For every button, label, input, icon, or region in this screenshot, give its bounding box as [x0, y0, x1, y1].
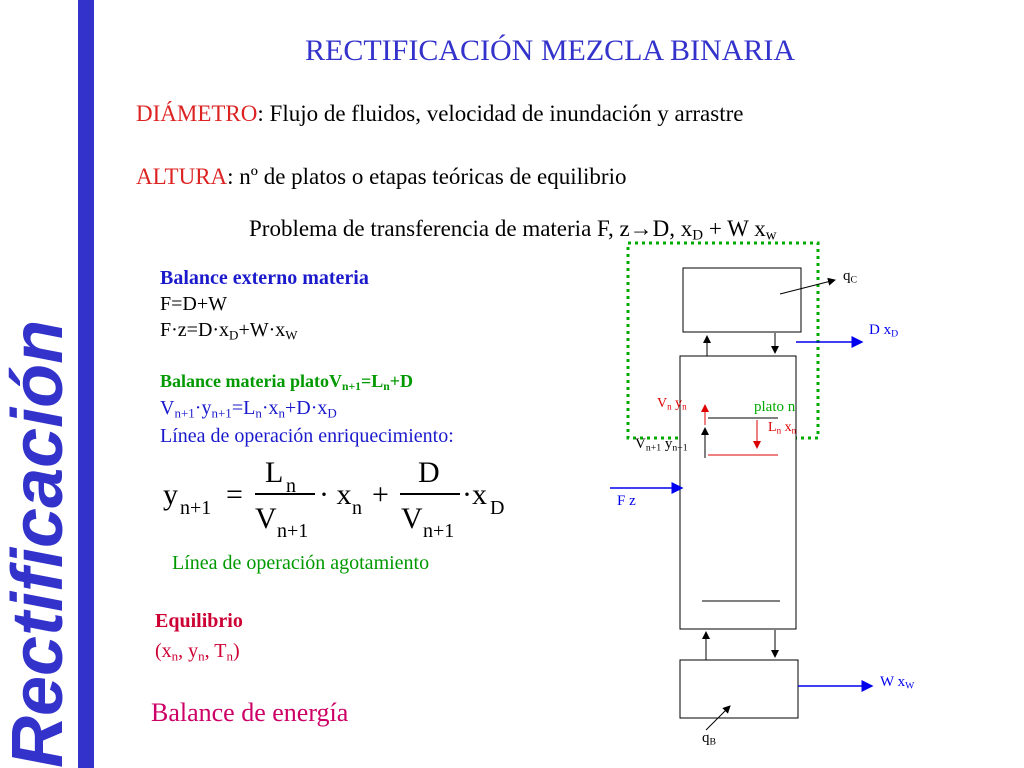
problem-sub-d: D [692, 227, 704, 244]
formula-plus: + [372, 478, 389, 511]
qb-label: qB [702, 730, 717, 748]
qc-label: qC [843, 268, 858, 286]
eqv-sub-y: n [198, 648, 205, 664]
control-volume-box [626, 241, 820, 440]
formula-dot-x: · x [319, 478, 352, 511]
formula-y-sub: n+1 [180, 497, 212, 519]
plate-balance-equation: Vn+1·yn+1=Ln·xn+D·xD [160, 397, 337, 421]
problem-plus: + W x [703, 216, 766, 241]
bottoms-label: W xW [880, 674, 915, 692]
eq2-part-b: +W·x [238, 319, 286, 341]
eqv-sub-t: n [226, 648, 234, 664]
eq2-sub-d: D [229, 327, 239, 343]
enrichment-line-label: Línea de operación enriquecimiento: [160, 425, 454, 447]
external-balance-heading: Balance externo materia [160, 267, 369, 289]
qc-arrow [779, 277, 836, 295]
problem-sub-w: w [765, 227, 777, 244]
pbe-d: +D·x [284, 397, 328, 419]
eqv-d: ) [233, 640, 240, 662]
formula-num2: D [418, 456, 440, 489]
column-shell [679, 355, 797, 630]
external-balance-eq2: F·z=D·xD+W·xW [160, 319, 298, 343]
pbe-sub5: D [327, 405, 337, 421]
sidebar-accent-bar [78, 0, 94, 768]
fraction-bar-2 [400, 493, 460, 495]
distillate-label: D xD [869, 322, 899, 340]
energy-balance-label: Balance de energía [151, 698, 349, 727]
ln-xn-label: Ln xn [768, 420, 797, 436]
condenser-box [682, 267, 802, 333]
formula-equals: = [226, 478, 243, 511]
pbe-v: V [160, 397, 175, 419]
pbe-sub1: n+1 [174, 405, 195, 421]
vn1-yn1-label: Vn+1 yn+1 [635, 436, 688, 454]
plato-n-label: plato n [754, 399, 796, 415]
eqv-b: , y [178, 640, 199, 662]
page-title: RECTIFICACIÓN MEZCLA BINARIA [304, 34, 795, 67]
formula-num1-sub: n [286, 475, 296, 497]
pb-heading-sub1: n+1 [341, 379, 361, 393]
formula-y: y [163, 478, 178, 511]
plate-balance-heading: Balance materia platoVn+1=Ln+D [160, 371, 413, 393]
eqv-sub-x: n [171, 648, 179, 664]
altura-line: ALTURA: nº de platos o etapas teóricas d… [136, 164, 626, 190]
eqv-c: , T [204, 640, 227, 662]
external-balance-eq1: F=D+W [160, 293, 228, 315]
eq2-sub-w: W [285, 327, 298, 343]
diametro-text: : Flujo de fluidos, velocidad de inundac… [257, 101, 744, 126]
formula-dot-x2: ·x [462, 478, 487, 511]
problem-line: Problema de transferencia de materia F, … [249, 216, 777, 245]
diametro-label: DIÁMETRO [136, 101, 258, 126]
equilibrium-heading: Equilibrio [155, 610, 243, 632]
pb-heading-sub2: n [383, 379, 390, 393]
feed-label: F z [617, 493, 636, 509]
formula-num1: L [265, 456, 284, 489]
problem-text: Problema de transferencia de materia F, … [249, 216, 693, 241]
formula-x-sub: n [352, 497, 362, 519]
diametro-line: DIÁMETRO: Flujo de fluidos, velocidad de… [136, 101, 743, 127]
pbe-l: =L [231, 397, 256, 419]
equilibrium-vars: (xn, yn, Tn) [155, 640, 240, 664]
altura-text: : nº de platos o etapas teóricas de equi… [227, 164, 627, 189]
formula-x2-sub: D [490, 497, 505, 519]
pbe-x: ·x [261, 397, 279, 419]
fraction-bar-1 [255, 493, 315, 495]
eqv-a: (x [155, 640, 172, 662]
pbe-sub3: n [255, 405, 262, 421]
formula-den1: V [255, 502, 277, 535]
qb-arrow [705, 705, 731, 731]
pbe-sub2: n+1 [211, 405, 232, 421]
pb-heading-b: =L [360, 371, 384, 391]
vn-yn-label: Vn yn [657, 396, 687, 412]
formula-den1-sub: n+1 [277, 520, 309, 542]
reboiler-box [679, 659, 799, 719]
eq2-part-a: F·z=D·x [160, 319, 230, 341]
pb-heading-a: Balance materia platoV [160, 371, 342, 391]
formula-den2-sub: n+1 [423, 520, 455, 542]
stripping-line-label: Línea de operación agotamiento [172, 552, 430, 574]
pbe-y: ·y [194, 397, 212, 419]
formula-den2: V [401, 502, 423, 535]
pbe-sub4: n [278, 405, 285, 421]
altura-label: ALTURA [136, 164, 228, 189]
pb-heading-c: +D [389, 371, 414, 391]
